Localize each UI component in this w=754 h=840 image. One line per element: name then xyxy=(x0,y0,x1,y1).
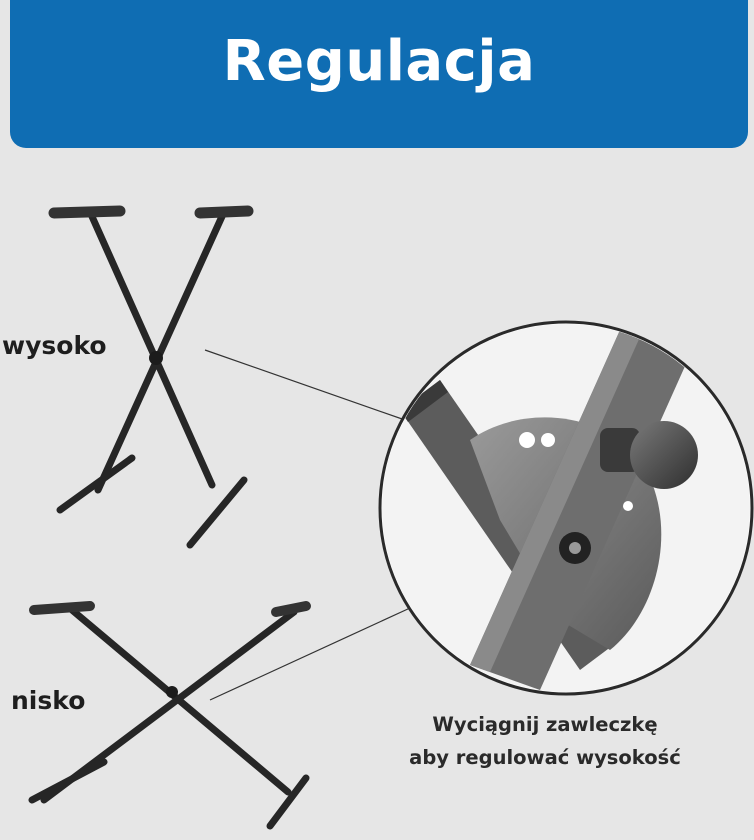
stand-high-icon xyxy=(48,205,254,549)
instruction-caption: Wyciągnij zawleczkę aby regulować wysoko… xyxy=(380,708,710,774)
caption-line-1: Wyciągnij zawleczkę xyxy=(432,713,658,736)
pointer-line-high xyxy=(204,349,406,421)
page-title: Regulacja xyxy=(222,28,536,94)
label-high: wysoko xyxy=(2,331,107,360)
pointer-line-low xyxy=(209,607,411,701)
detail-closeup-icon xyxy=(378,320,754,696)
header-banner: Regulacja xyxy=(10,0,748,148)
stand-low-icon xyxy=(28,601,311,830)
label-low: nisko xyxy=(11,686,86,715)
caption-line-2: aby regulować wysokość xyxy=(409,746,681,769)
